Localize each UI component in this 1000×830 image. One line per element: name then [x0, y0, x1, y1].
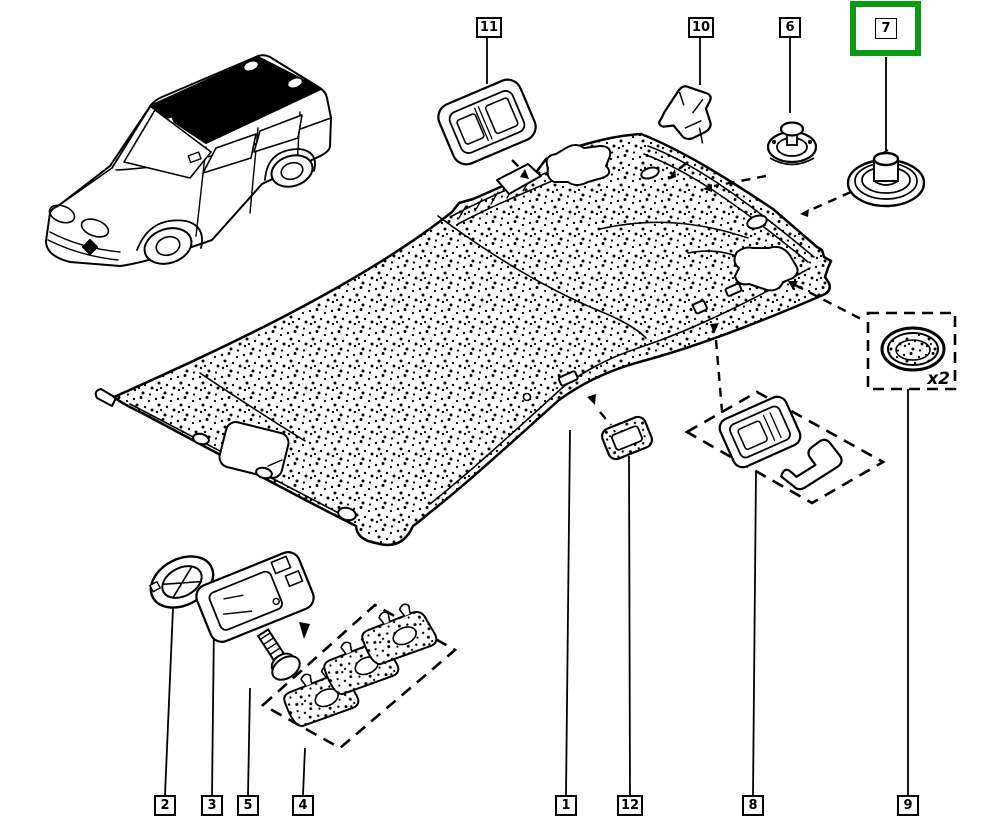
rear-console-handle-box	[684, 390, 886, 505]
callout-2[interactable]: 2	[154, 795, 176, 816]
leader-arrowheads	[299, 169, 809, 639]
brand-diamond-logo	[82, 239, 98, 255]
callout-8[interactable]: 8	[742, 795, 764, 816]
part-visor-clip-plate	[361, 603, 438, 666]
visor-cutout	[496, 163, 542, 195]
part-rear-console	[718, 395, 802, 469]
console-cutout	[545, 144, 612, 186]
callout-11[interactable]: 11	[476, 17, 503, 38]
part-overhead-console	[437, 78, 537, 166]
callout-6[interactable]: 6	[779, 17, 801, 38]
selected-part-highlight	[850, 1, 921, 56]
plug-cap-x2-box: x2	[866, 311, 957, 391]
callout-leader-lines	[164, 38, 909, 796]
mounting-leaders	[511, 159, 864, 426]
callout-12[interactable]: 12	[617, 795, 644, 816]
handle-cutout	[733, 245, 799, 292]
headliner-panel	[94, 132, 833, 547]
callout-7[interactable]: 7	[875, 18, 897, 39]
callout-5[interactable]: 5	[237, 795, 259, 816]
car-thumbnail	[45, 54, 332, 267]
callout-3[interactable]: 3	[201, 795, 223, 816]
callout-10[interactable]: 10	[688, 17, 715, 38]
part-plug-cap	[880, 326, 946, 372]
part-interior-lamp	[195, 551, 315, 643]
part-screw	[256, 628, 301, 681]
part-switch-bezel	[600, 415, 654, 461]
quantity-badge: x2	[926, 369, 950, 389]
part-grab-handle	[780, 438, 843, 491]
callout-9[interactable]: 9	[897, 795, 919, 816]
part-bracket-clip	[658, 85, 712, 144]
part-roof-grommet	[846, 149, 926, 208]
visor-clip-box	[260, 603, 458, 750]
callout-4[interactable]: 4	[292, 795, 314, 816]
callout-1[interactable]: 1	[555, 795, 577, 816]
headliner-outline	[112, 132, 833, 547]
part-push-rivet	[766, 121, 818, 166]
